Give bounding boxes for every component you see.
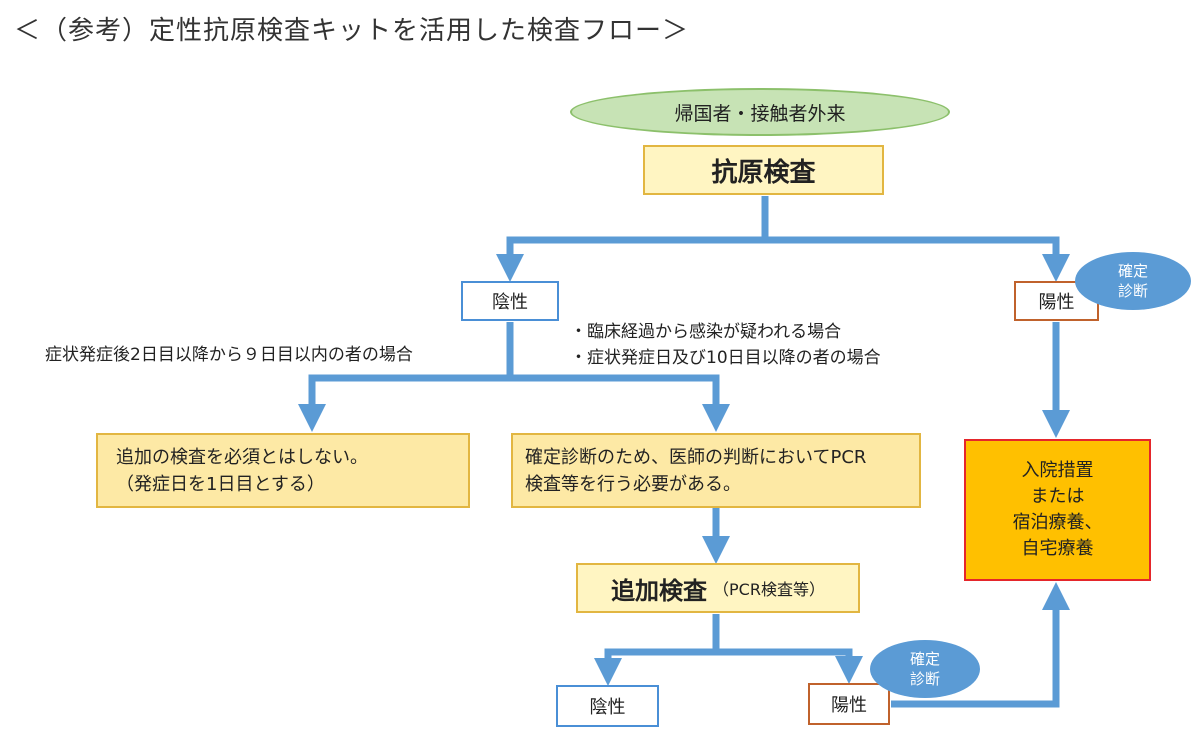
confirmed-diagnosis-badge: 確定 診断 xyxy=(1075,252,1191,310)
box-line: （発症日を1日目とする） xyxy=(116,474,325,495)
arrow-to-negative-2 xyxy=(594,648,716,686)
condition-item: ・症状発症日及び10日目以降の者の場合 xyxy=(570,348,881,368)
additional-test-label: 追加検査 xyxy=(611,576,708,605)
start-node: 帰国者・接触者外来 xyxy=(570,88,950,136)
confirmed-line: 確定 xyxy=(909,650,940,668)
antigen-test-box: 抗原検査 xyxy=(643,145,884,195)
box-line: 追加の検査を必須とはしない。 xyxy=(116,447,368,468)
box-line: 検査等を行う必要がある。 xyxy=(525,474,741,495)
additional-test-box: 追加検査 （PCR検査等） xyxy=(576,563,860,613)
confirmed-diagnosis-badge-2: 確定 診断 xyxy=(870,640,980,698)
positive-box-2: 陽性 xyxy=(808,683,890,725)
arrow-to-no-additional-test xyxy=(298,374,510,432)
box-line: または xyxy=(1030,486,1085,507)
no-additional-test-box: 追加の検査を必須とはしない。 （発症日を1日目とする） xyxy=(96,433,470,508)
condition-item: ・臨床経過から感染が疑われる場合 xyxy=(570,322,842,342)
negative-box: 陰性 xyxy=(461,281,559,321)
page-title: ＜（参考）定性抗原検査キットを活用した検査フロー＞ xyxy=(14,16,690,46)
arrow-to-pcr-by-doctor xyxy=(510,374,730,432)
positive-box: 陽性 xyxy=(1014,281,1099,321)
confirmed-line: 診断 xyxy=(909,670,940,688)
arrow-to-negative xyxy=(496,236,765,282)
box-line: 宿泊療養、 xyxy=(1012,512,1103,533)
box-line: 入院措置 xyxy=(1021,460,1094,481)
negative-box-2: 陰性 xyxy=(556,685,659,727)
other-conditions-label: ・臨床経過から感染が疑われる場合 ・症状発症日及び10日目以降の者の場合 xyxy=(570,319,881,371)
arrow-to-positive-2 xyxy=(716,648,863,684)
box-line: 自宅療養 xyxy=(1021,538,1094,559)
pcr-by-doctor-box: 確定診断のため、医師の判断においてPCR 検査等を行う必要がある。 xyxy=(511,433,921,508)
box-line: 確定診断のため、医師の判断においてPCR xyxy=(525,447,867,468)
negative-condition-label: 症状発症後2日目以降から９日目以内の者の場合 xyxy=(45,345,413,365)
hospitalization-box: 入院措置 または 宿泊療養、 自宅療養 xyxy=(964,439,1151,581)
arrow-to-positive xyxy=(765,236,1070,282)
confirmed-line: 診断 xyxy=(1117,282,1148,300)
additional-test-note: （PCR検査等） xyxy=(713,580,825,599)
confirmed-line: 確定 xyxy=(1117,262,1148,280)
arrow-positive2-to-hospitalization xyxy=(891,582,1070,708)
